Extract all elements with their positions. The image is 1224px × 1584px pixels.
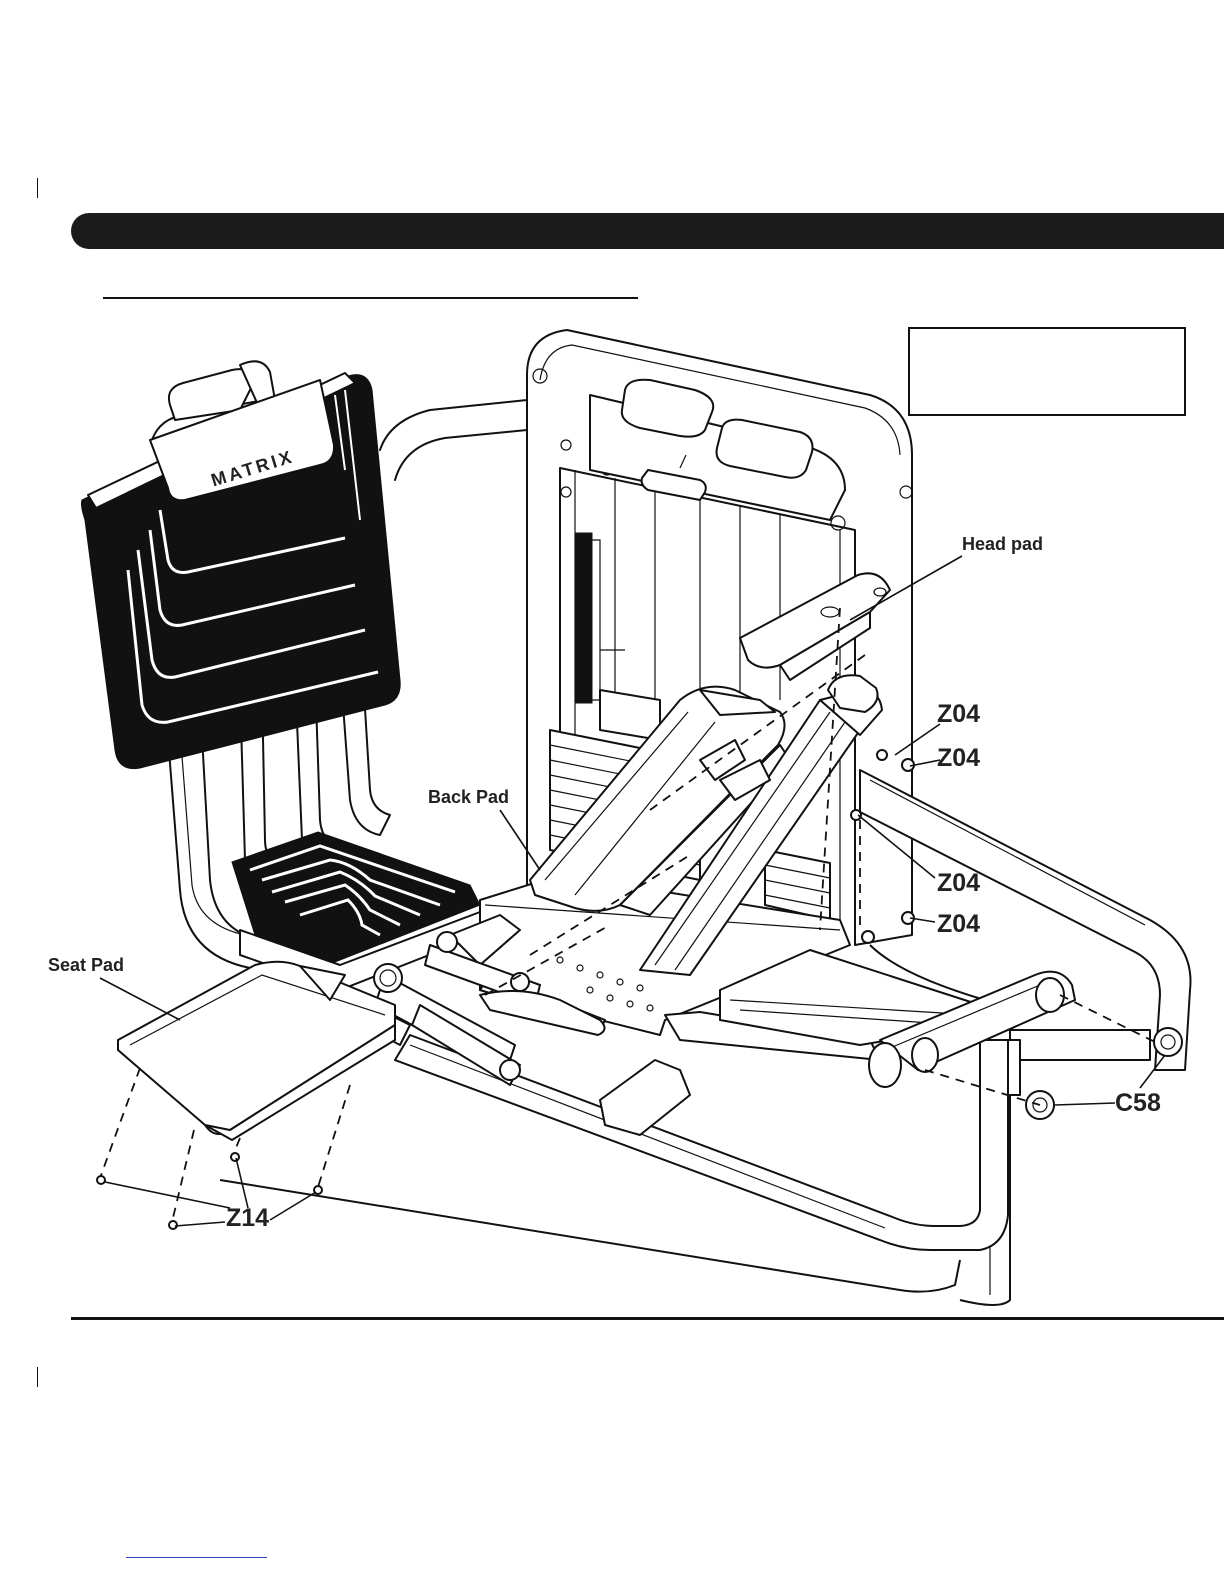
screw-z14-1	[97, 1176, 105, 1184]
label-z14: Z14	[226, 1204, 269, 1232]
screw-z14-3	[231, 1153, 239, 1161]
label-z04-4: Z04	[937, 910, 980, 938]
footer-link-underline	[126, 1557, 267, 1558]
label-z04-1: Z04	[937, 700, 980, 728]
label-back-pad: Back Pad	[428, 787, 509, 807]
back-plate: MATRIX	[81, 361, 400, 768]
label-z04-2: Z04	[937, 744, 980, 772]
screw-z14-2	[169, 1221, 177, 1229]
seat-pad	[118, 962, 395, 1140]
nut-z04-5	[862, 931, 874, 943]
nut-z04-2	[877, 750, 887, 760]
label-z04-3: Z04	[937, 869, 980, 897]
label-head-pad: Head pad	[962, 534, 1043, 554]
bottom-rule	[71, 1317, 1224, 1320]
label-c58: C58	[1115, 1089, 1161, 1117]
label-seat-pad: Seat Pad	[48, 955, 124, 975]
rear-loop-tube	[380, 400, 527, 480]
nut-z04-3	[851, 810, 861, 820]
